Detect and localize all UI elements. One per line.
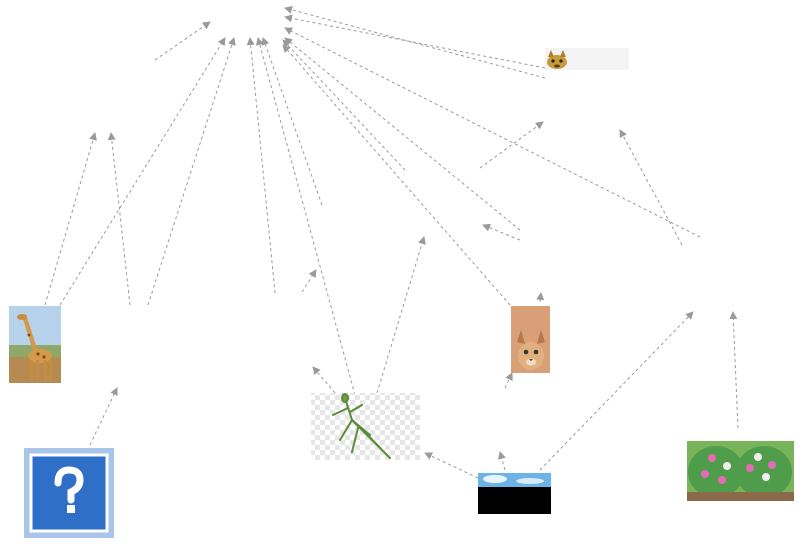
edge <box>261 37 323 206</box>
node-giraffe[interactable] <box>9 306 61 383</box>
edge <box>282 44 511 306</box>
node-flower-bush[interactable] <box>687 441 794 501</box>
edge <box>89 387 118 446</box>
edge <box>376 236 426 394</box>
edge <box>539 311 694 471</box>
edge <box>284 14 546 69</box>
cat-face-icon <box>547 50 567 69</box>
praying-mantis-icon <box>332 393 391 459</box>
edge <box>59 37 226 306</box>
edge <box>312 366 336 394</box>
node-cat-toy[interactable] <box>545 48 629 70</box>
edge <box>479 121 544 169</box>
edge <box>504 372 513 389</box>
node-caracal[interactable] <box>511 306 550 373</box>
node-mantis[interactable] <box>311 393 420 460</box>
edge <box>619 129 683 246</box>
question-mark-icon <box>54 466 84 513</box>
flower-bush-icon <box>687 446 794 501</box>
edges <box>44 5 739 479</box>
edge <box>107 132 131 306</box>
edge <box>44 132 97 306</box>
edge <box>246 37 276 294</box>
edge <box>482 223 521 241</box>
edge <box>536 292 545 303</box>
edge <box>147 37 236 306</box>
edge <box>284 37 521 231</box>
edge <box>154 21 211 61</box>
caracal-icon <box>517 330 545 370</box>
edge <box>424 452 479 479</box>
edge <box>729 311 739 429</box>
giraffe-icon <box>17 314 52 380</box>
node-question-mark[interactable] <box>24 448 114 538</box>
edge <box>282 39 406 171</box>
edge <box>284 27 701 238</box>
edge <box>498 451 506 471</box>
sky-horizon-icon <box>478 473 551 487</box>
edge <box>301 269 317 293</box>
edge <box>255 37 356 396</box>
node-sky-strip[interactable] <box>478 473 551 514</box>
